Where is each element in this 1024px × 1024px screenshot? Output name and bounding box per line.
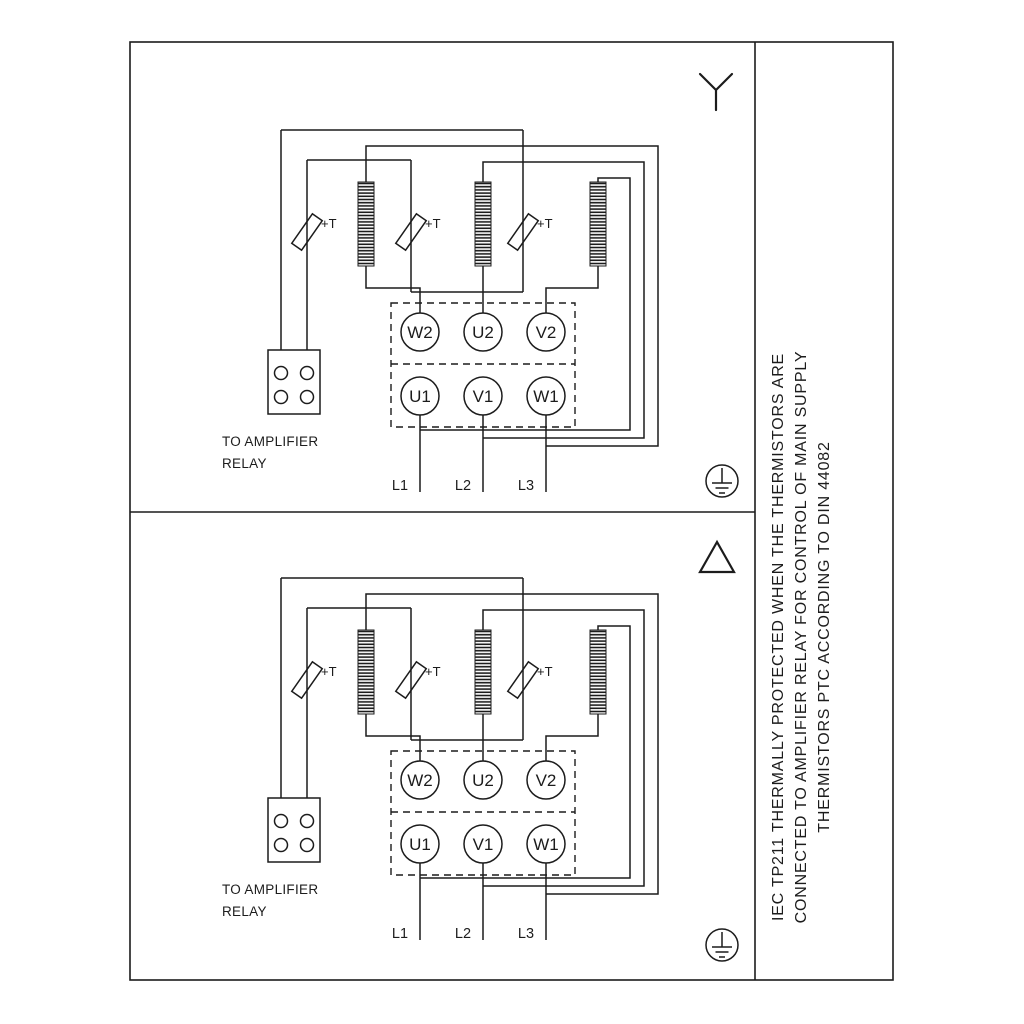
- panel-delta-circuit: [221, 577, 659, 943]
- delta-symbol-icon: [698, 539, 736, 574]
- panel-star-circuit: [221, 129, 659, 495]
- diagram-border: [129, 41, 894, 981]
- star-symbol-icon: [698, 72, 734, 112]
- side-note-line-2: CONNECTED TO AMPLIFIER RELAY FOR CONTROL…: [793, 351, 810, 924]
- side-note-line-3: THERMISTORS PTC ACCORDING TO DIN 44082: [816, 441, 833, 832]
- ground-icon-bottom: [705, 928, 739, 962]
- side-note-line-1: IEC TP211 THERMALLY PROTECTED WHEN THE T…: [770, 353, 787, 921]
- ground-icon-top: [705, 464, 739, 498]
